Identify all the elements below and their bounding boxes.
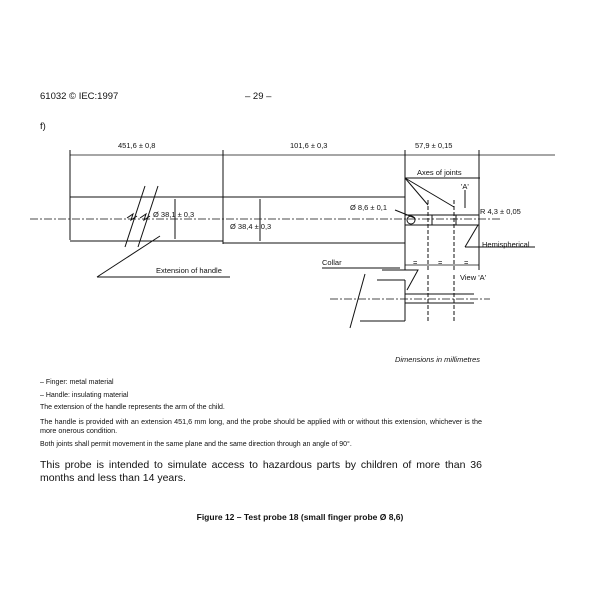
document-id: 61032 © IEC:1997 (40, 91, 119, 102)
note-joints: Both joints shall permit movement in the… (40, 441, 352, 448)
page-number: – 29 – (245, 91, 272, 102)
dim-handle-length: 101,6 ± 0,3 (290, 141, 328, 150)
note-handle: – Handle: insulating material (40, 392, 129, 399)
label-view-marker: 'A' (461, 182, 469, 191)
note-finger: – Finger: metal material (40, 379, 114, 386)
equal-mark: = (464, 258, 469, 267)
dim-extension-length: 451,6 ± 0,8 (118, 141, 156, 150)
label-extension-of-handle: Extension of handle (156, 266, 222, 275)
dim-finger-diameter: Ø 8,6 ± 0,1 (350, 203, 388, 212)
section-label: f) (40, 121, 46, 132)
purpose-paragraph: This probe is intended to simulate acces… (40, 459, 482, 484)
dim-handle-diameter: Ø 38,4 ± 0,3 (230, 222, 272, 231)
figure-caption: Figure 12 – Test probe 18 (small finger … (196, 512, 404, 522)
label-collar: Collar (322, 258, 342, 267)
note-extension: The extension of the handle represents t… (40, 404, 225, 411)
note-provided: The handle is provided with an extension… (40, 417, 482, 436)
units-note: Dimensions in millimetres (394, 355, 480, 364)
label-axes-of-joints: Axes of joints (417, 168, 462, 177)
dim-tip-radius: R 4,3 ± 0,05 (480, 207, 521, 216)
dim-finger-length: 57,9 ± 0,15 (415, 141, 453, 150)
label-view-a: View 'A' (460, 273, 487, 282)
dim-extension-diameter: Ø 38,1 ± 0,3 (153, 210, 195, 219)
label-hemispherical: Hemispherical (482, 240, 530, 249)
equal-mark: = (438, 258, 443, 267)
equal-mark: = (413, 258, 418, 267)
